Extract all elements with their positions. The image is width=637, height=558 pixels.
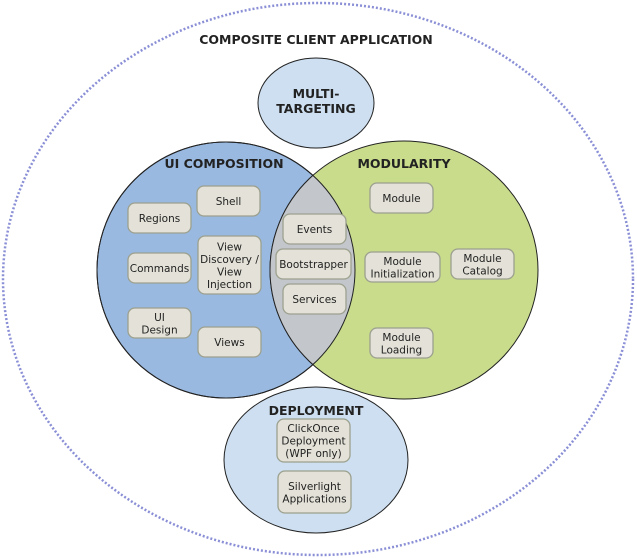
events-box-label: Events (297, 224, 333, 236)
module-box: Module (369, 182, 434, 214)
bootstrapper-box: Bootstrapper (275, 248, 352, 280)
bootstrapper-box-shape (275, 248, 352, 280)
multi-targeting-heading: MULTI-TARGETING (276, 86, 356, 116)
silverlight-box-shape (277, 470, 352, 514)
view-discovery-box-shape (197, 235, 262, 295)
ui-composition-outline (96, 141, 356, 399)
regions-box-label: Regions (139, 213, 180, 225)
views-box-shape (197, 326, 262, 358)
deployment-heading: DEPLOYMENT (269, 403, 364, 418)
services-box-shape (282, 283, 347, 315)
ui-composition-heading: UI COMPOSITION (164, 156, 283, 171)
module-loading-box-shape (369, 327, 434, 359)
shell-box: Shell (196, 185, 261, 217)
clickonce-box-shape (276, 418, 351, 463)
ui-design-box-shape (127, 307, 192, 339)
shell-box-shape (196, 185, 261, 217)
module-box-label: Module (382, 193, 420, 205)
views-box: Views (197, 326, 262, 358)
events-box: Events (282, 213, 347, 245)
views-box-label: Views (214, 337, 244, 349)
bootstrapper-box-label: Bootstrapper (279, 259, 348, 271)
module-initialization-box-shape (364, 251, 441, 283)
multi-targeting-ellipse (257, 57, 375, 149)
modularity-heading: MODULARITY (357, 156, 451, 171)
services-box-label: Services (292, 294, 336, 306)
commands-box: Commands (127, 252, 192, 284)
services-box: Services (282, 283, 347, 315)
module-catalog-box-shape (450, 248, 515, 280)
module-box-shape (369, 182, 434, 214)
application-title: COMPOSITE CLIENT APPLICATION (199, 32, 433, 47)
commands-box-shape (127, 252, 192, 284)
regions-box-shape (127, 202, 192, 234)
commands-box-label: Commands (130, 263, 189, 275)
regions-box: Regions (127, 202, 192, 234)
shell-box-label: Shell (216, 196, 242, 208)
events-box-shape (282, 213, 347, 245)
